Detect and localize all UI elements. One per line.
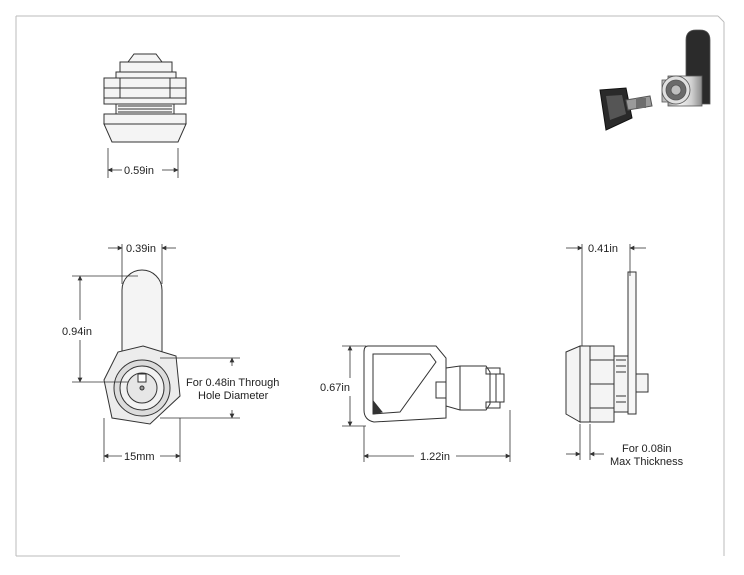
dim-top-width [107,148,179,178]
dim-front-top-width-label: 0.39in [126,243,156,255]
cam-lock-top-view [103,53,187,143]
dim-key-length-label: 1.22in [420,451,450,463]
cam-lock-front-view [103,269,181,425]
hole-note-line2: Hole Diameter [198,390,269,402]
dim-key-length [363,410,511,462]
lock-3d-icon [661,29,711,107]
key-3d-icon [599,87,653,131]
thickness-note-line2: Max Thickness [610,456,684,468]
thickness-note-line1: For 0.08in [622,443,672,455]
dim-top-width-label: 0.59in [124,165,154,177]
dim-side-width-label: 0.41in [588,243,618,255]
dim-front-bottom-width-label: 15mm [124,451,155,463]
dim-key-height-label: 0.67in [320,382,350,394]
dim-front-height [72,275,138,383]
drawing-frame [15,15,725,557]
key-side-view [363,345,505,423]
dim-hole-diameter [160,357,240,419]
cam-lock-3d-render [599,29,711,131]
dim-front-top-width [108,244,176,284]
cam-lock-side-view [565,271,649,423]
dim-thickness [566,424,604,460]
dim-key-height [342,345,366,427]
dim-front-height-label: 0.94in [62,326,92,338]
dim-front-bottom-width [103,418,181,462]
dim-side-width [566,244,646,346]
hole-note-line1: For 0.48in Through [186,377,279,389]
